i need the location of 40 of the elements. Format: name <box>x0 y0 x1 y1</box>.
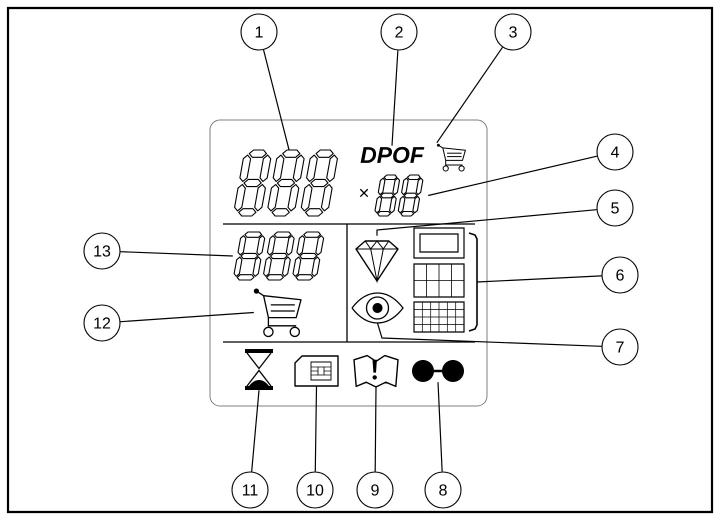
leader-line <box>391 50 398 146</box>
segment-digits <box>374 174 424 217</box>
callout-number: 6 <box>601 256 639 294</box>
callout-number: 5 <box>596 189 634 227</box>
leader-line <box>251 390 260 472</box>
dots-icon <box>412 360 464 382</box>
segment-digits <box>234 149 338 217</box>
leader-line <box>437 382 443 472</box>
leader-line <box>120 312 254 322</box>
eye-icon <box>352 292 404 324</box>
segment-digits <box>234 231 324 281</box>
leader-line <box>263 50 290 150</box>
callout-number: 13 <box>83 232 121 270</box>
leader-line <box>374 387 377 472</box>
callout-number: 12 <box>83 304 121 342</box>
diamond-icon <box>355 240 399 284</box>
leader-line <box>120 251 233 257</box>
multiplication-sign: × <box>360 188 368 198</box>
cart-icon <box>254 288 302 338</box>
dpof-text: DPOF <box>360 146 424 164</box>
memory-card-icon <box>294 355 339 387</box>
hourglass-icon <box>245 349 273 390</box>
leader-line <box>428 156 598 196</box>
callout-number: 4 <box>596 133 634 171</box>
callout-number: 1 <box>240 13 278 51</box>
leader-line <box>376 323 602 347</box>
leader-line <box>314 386 318 472</box>
leader-line <box>376 209 597 236</box>
callout-number: 8 <box>424 471 462 509</box>
leader-line <box>477 275 602 283</box>
callout-number: 2 <box>380 13 418 51</box>
callout-number: 7 <box>601 328 639 366</box>
callout-number: 10 <box>296 471 334 509</box>
callout-number: 11 <box>231 471 269 509</box>
callout-number: 3 <box>494 13 532 51</box>
callout-number: 9 <box>356 471 394 509</box>
bracket <box>468 232 478 332</box>
book-icon <box>353 354 399 388</box>
cart-icon <box>436 144 466 172</box>
leader-line <box>436 46 503 144</box>
